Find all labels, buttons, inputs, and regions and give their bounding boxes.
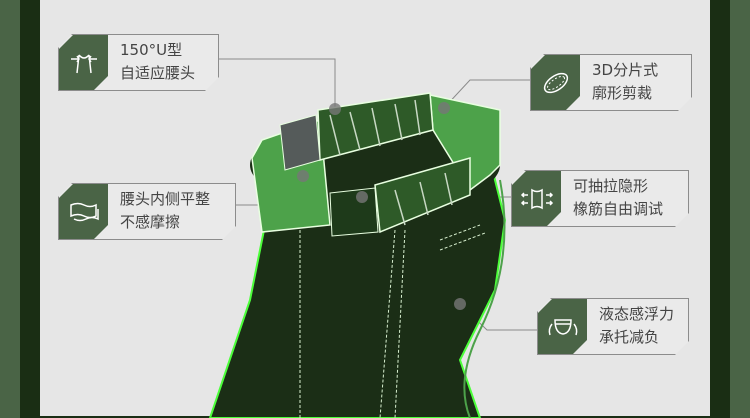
callout-title: 腰头内侧平整 <box>120 190 211 208</box>
callout-title: 可抽拉隐形 <box>573 177 649 195</box>
stretch-elastic-icon <box>512 171 561 226</box>
callout-subtitle: 廓形剪裁 <box>592 84 653 102</box>
callout-subtitle: 承托减负 <box>599 328 660 346</box>
left-border <box>20 0 40 418</box>
callout-subtitle: 橡筋自由调试 <box>573 200 664 218</box>
flat-fabric-icon <box>59 184 108 239</box>
callout-support: 液态感浮力承托减负 <box>537 298 689 355</box>
callout-u-waist: 150°U型自适应腰头 <box>58 34 219 91</box>
callout-flat-inner: 腰头内侧平整不感摩擦 <box>58 183 236 240</box>
callout-subtitle: 自适应腰头 <box>120 64 196 82</box>
support-cup-icon <box>538 299 587 354</box>
right-border <box>710 0 730 418</box>
u-waist-icon <box>59 35 108 90</box>
callout-elastic: 可抽拉隐形橡筋自由调试 <box>511 170 689 227</box>
callout-title: 150°U型 <box>120 41 183 59</box>
callout-title: 3D分片式 <box>592 61 659 79</box>
callout-3d-cut: 3D分片式廓形剪裁 <box>530 54 692 111</box>
callout-subtitle: 不感摩擦 <box>120 213 181 231</box>
ring-3d-icon <box>531 55 580 110</box>
callout-title: 液态感浮力 <box>599 305 675 323</box>
